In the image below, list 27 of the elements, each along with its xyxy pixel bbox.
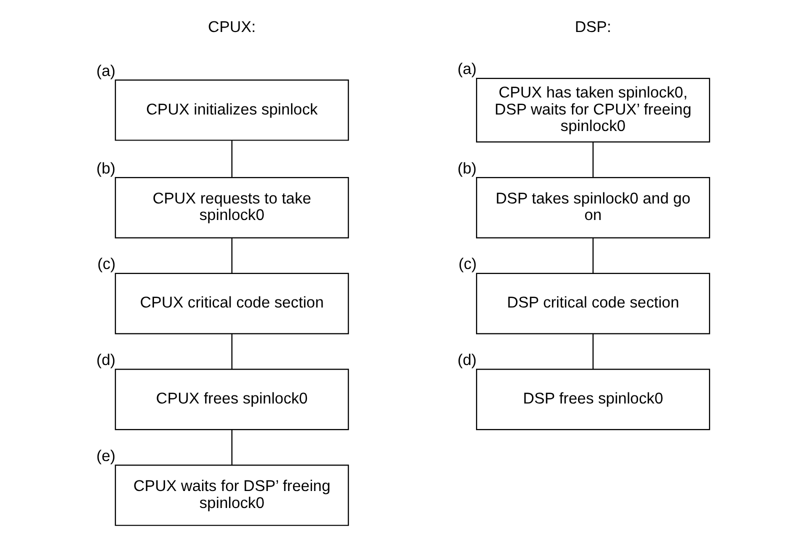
node-label: (b)	[96, 160, 115, 178]
node-label: (a)	[96, 62, 115, 80]
node-box: DSP takes spinlock0 and go on	[476, 177, 710, 238]
connector	[592, 334, 594, 370]
node-label: (d)	[96, 352, 115, 370]
node-label: (a)	[457, 61, 476, 78]
node-box: CPUX requests to take spinlock0	[114, 177, 348, 238]
connector	[230, 430, 232, 466]
node-box: DSP frees spinlock0	[476, 368, 710, 430]
node-box: CPUX has taken spinlock0, DSP waits for CPUX’ freeing spinlock0	[476, 78, 710, 142]
label: CPUX:	[208, 18, 256, 36]
node-box: DSP critical code section	[476, 272, 710, 334]
node-box: CPUX waits for DSP’ freeing spinlock0	[114, 464, 348, 526]
node-box: CPUX critical code section	[114, 272, 348, 334]
connector	[592, 142, 594, 178]
connector	[230, 238, 232, 274]
connector	[592, 238, 594, 274]
connector	[230, 334, 232, 370]
node-label: (b)	[457, 160, 476, 178]
node-label: (c)	[96, 256, 116, 274]
label: DSP:	[574, 18, 611, 36]
node-label: (c)	[458, 256, 476, 274]
node-box: CPUX frees spinlock0	[114, 368, 348, 430]
node-box: CPUX initializes spinlock	[114, 80, 348, 141]
connector	[230, 140, 232, 178]
node-label: (e)	[96, 448, 115, 465]
node-label: (d)	[457, 352, 476, 370]
